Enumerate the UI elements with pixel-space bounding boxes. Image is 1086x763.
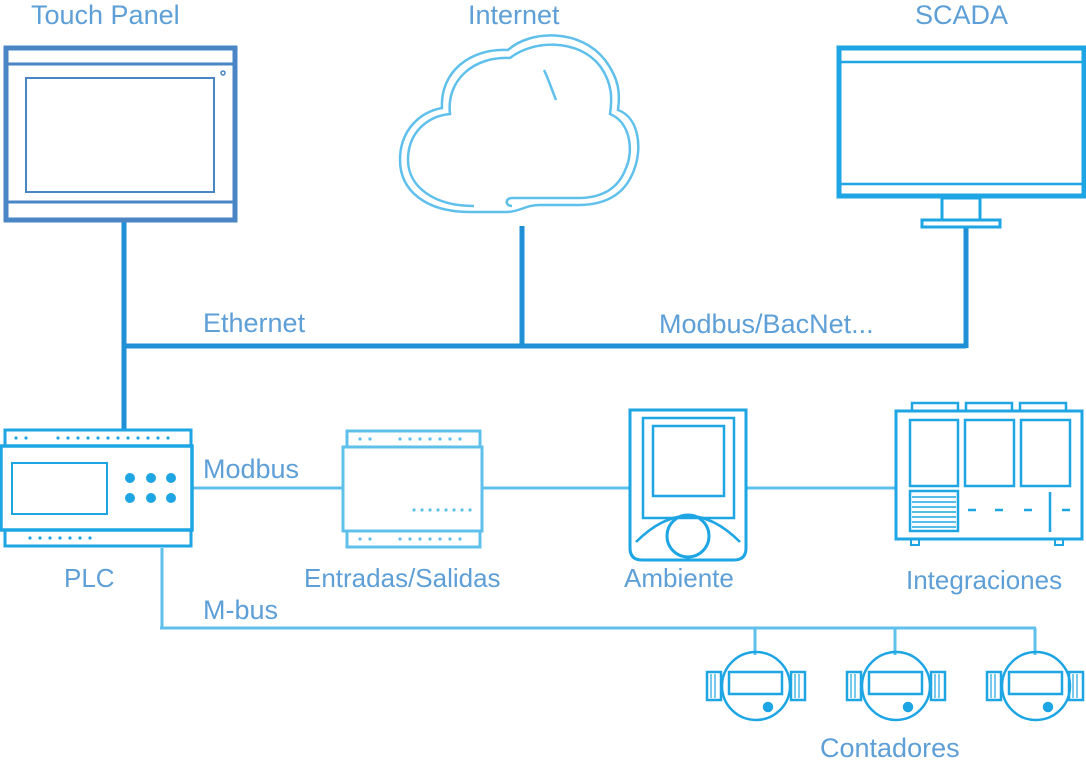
hvac-unit-icon [894,401,1084,546]
meter-1 [705,650,807,722]
meter-2 [845,650,947,722]
meter-3 [985,650,1085,722]
ethernet-bus [121,220,969,430]
plc-icon [0,428,194,548]
touch-panel-icon [3,45,238,223]
label-io: Entradas/Salidas [304,563,501,593]
label-internet: Internet [468,0,560,30]
label-modbus-bacnet: Modbus/BacNet... [659,309,874,339]
label-integraciones: Integraciones [906,565,1063,595]
mbus-line [160,548,1037,655]
label-ethernet: Ethernet [203,308,306,338]
cloud-icon [398,34,640,214]
label-scada: SCADA [915,0,1009,30]
label-contadores: Contadores [820,733,960,763]
label-plc: PLC [64,563,115,593]
label-modbus: Modbus [203,454,300,484]
label-touch-panel: Touch Panel [31,0,180,30]
monitor-icon [836,45,1086,229]
io-module-icon [341,429,484,549]
label-ambiente: Ambiente [624,563,734,593]
thermostat-icon [628,408,748,562]
label-mbus: M-bus [203,595,279,625]
